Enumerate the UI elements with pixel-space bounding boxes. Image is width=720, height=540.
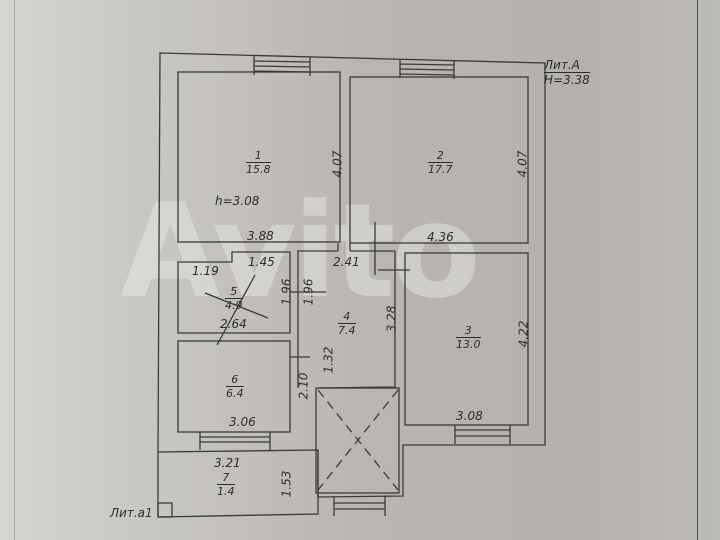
room-7-depth: 1.53 (279, 470, 294, 498)
room-4-depth: 3.28 (384, 305, 399, 333)
room-3-depth: 4.22 (516, 320, 531, 348)
room-1-depth: 4.07 (330, 150, 345, 178)
room-2-depth: 4.07 (515, 150, 530, 178)
room-2-width: 4.36 (427, 230, 454, 244)
room-4-width: 2.41 (333, 255, 360, 269)
room-5-width-bottom: 2.64 (220, 317, 247, 331)
room-5-depth: 1.96 (279, 278, 294, 306)
room-6-depth: 2.10 (296, 372, 311, 400)
annex-label: Лит.а1 (110, 506, 153, 520)
paper-frame-right (697, 0, 698, 540)
room-3-width: 3.08 (456, 409, 483, 423)
room-6-width: 3.06 (229, 415, 256, 429)
corridor-lower-dimension: 1.32 (321, 346, 336, 374)
room-5-notch: 1.19 (192, 264, 219, 278)
paper-edge-left (14, 0, 15, 540)
building-label: Лит.А H=3.38 (544, 58, 590, 87)
room-7-width: 3.21 (214, 456, 241, 470)
room-5-width-top: 1.45 (248, 255, 275, 269)
corridor-wall-dimension: 1.96 (301, 278, 316, 306)
room-1-width: 3.88 (247, 229, 274, 243)
ceiling-height: h=3.08 (215, 194, 260, 208)
